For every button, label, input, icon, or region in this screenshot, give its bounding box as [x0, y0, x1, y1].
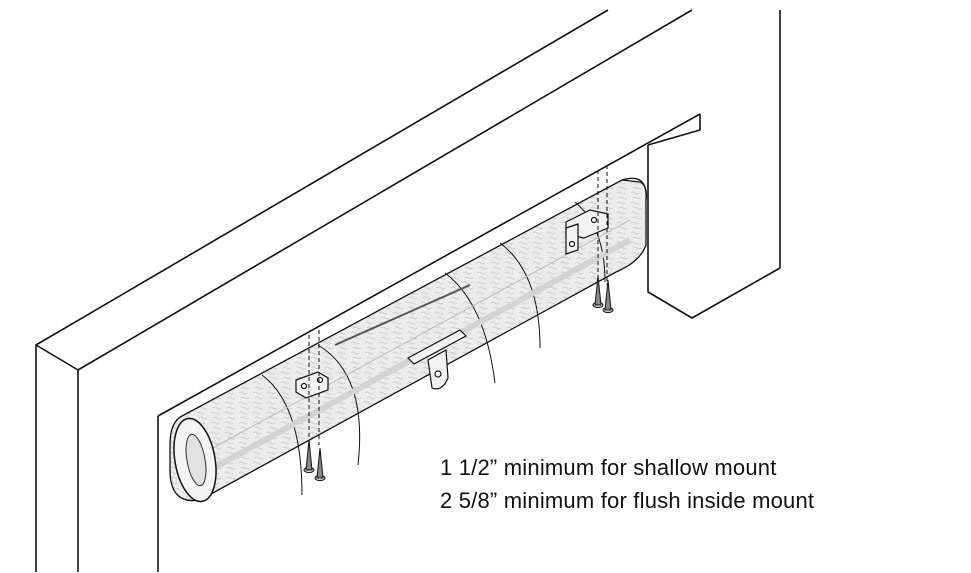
screw-right-b	[602, 279, 614, 313]
shallow-mount-note: 1 1/2” minimum for shallow mount	[440, 455, 777, 480]
screw-right-a	[592, 275, 604, 308]
window-frame	[35, 9, 781, 572]
flush-mount-note: 2 5/8” minimum for flush inside mount	[440, 488, 815, 513]
left-bracket	[295, 371, 329, 399]
mounting-brackets	[295, 209, 609, 399]
screw-left-b	[314, 447, 326, 481]
right-bracket	[565, 209, 609, 255]
center-bracket	[407, 329, 467, 390]
screw-left-a	[303, 439, 315, 473]
screw-guides	[308, 165, 608, 452]
mounting-screws	[303, 275, 614, 481]
